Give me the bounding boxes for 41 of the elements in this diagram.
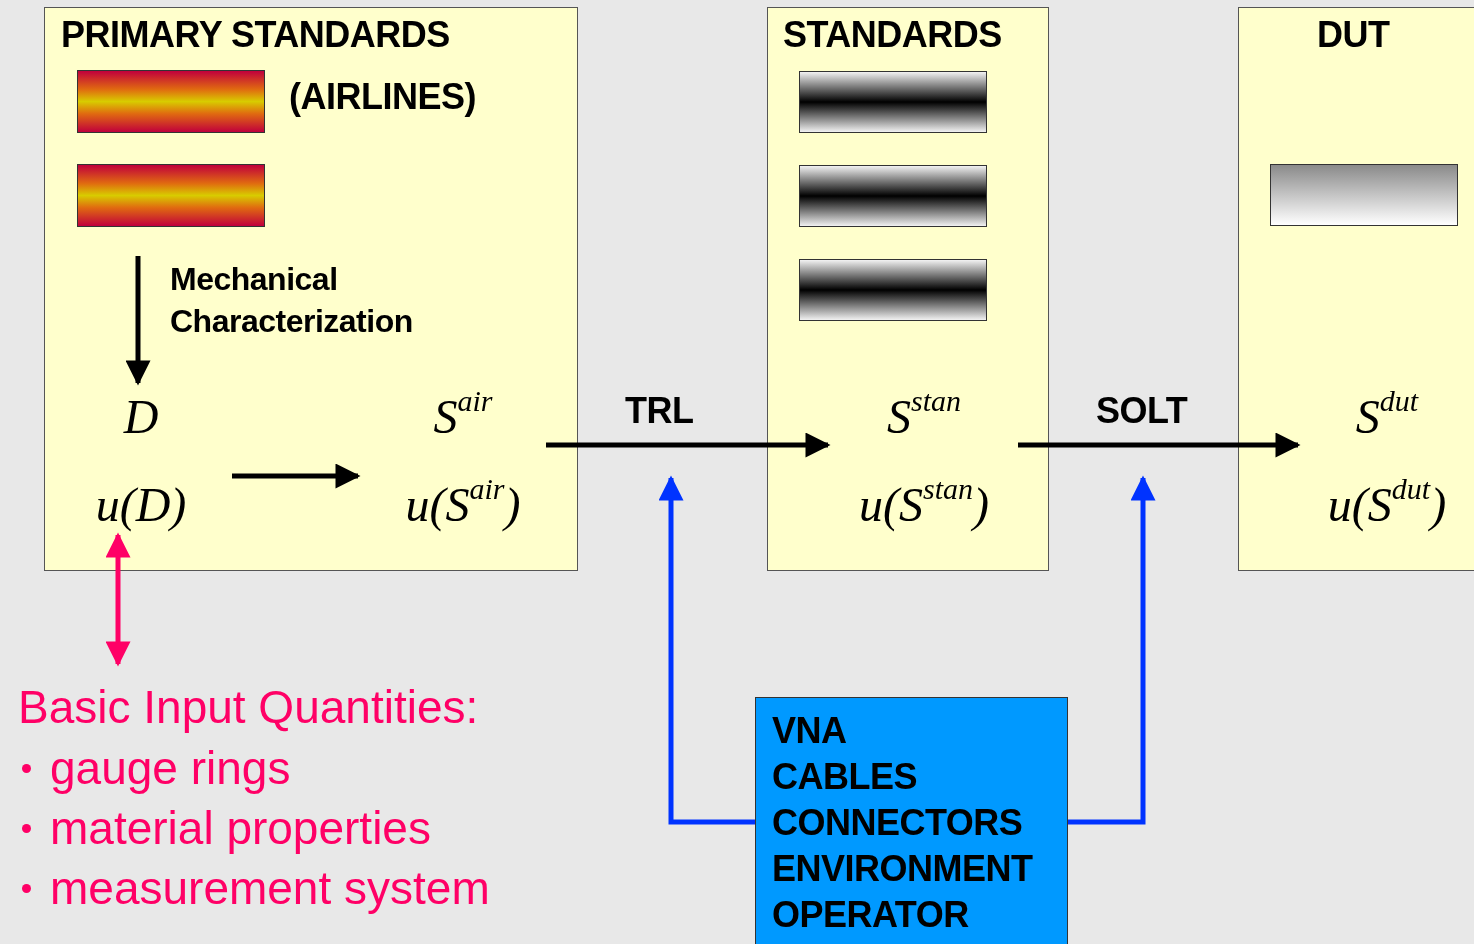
influence-item: OPERATOR — [772, 893, 970, 937]
influence-item: ENVIRONMENT — [772, 847, 1034, 891]
math-symbol: u(S$^{air}$) — [405, 473, 521, 534]
stage-panel — [44, 7, 578, 571]
influence-item: VNA — [772, 709, 848, 753]
arrow — [1018, 432, 1301, 458]
arrow — [546, 432, 831, 458]
stage-panel — [767, 7, 1049, 571]
edge-label: Mechanical Characterization — [170, 260, 414, 341]
math-symbol: u(S$^{dut}$) — [1327, 473, 1447, 534]
bullet-item: measurement system — [18, 858, 578, 918]
panel-title: DUT — [1317, 14, 1390, 56]
arrow — [105, 532, 131, 667]
bullet-item: gauge rings — [18, 738, 578, 798]
transmission-line-bar — [799, 71, 987, 133]
math-symbol: u(D) — [95, 476, 187, 534]
arrow — [1068, 475, 1156, 825]
math-symbol: S$^{dut}$ — [1355, 386, 1419, 445]
math-symbol: S$^{stan}$ — [887, 386, 961, 445]
panel-title: PRIMARY STANDARDS — [61, 14, 450, 56]
edge-label: SOLT — [1096, 390, 1188, 432]
influence-box — [755, 697, 1068, 944]
influence-item: CONNECTORS — [772, 801, 1024, 845]
arrow — [658, 475, 755, 825]
transmission-line-bar — [1270, 164, 1458, 226]
panel-title: STANDARDS — [783, 14, 1002, 56]
transmission-line-bar — [77, 164, 265, 227]
transmission-line-bar — [77, 70, 265, 133]
math-symbol: S$^{air}$ — [433, 386, 493, 445]
edge-label: TRL — [625, 390, 694, 432]
stage-panel — [1238, 7, 1474, 571]
math-symbol: u(S$^{stan}$) — [859, 473, 989, 534]
arrow — [125, 256, 151, 386]
panel-subtitle: (AIRLINES) — [289, 76, 476, 118]
math-symbol: D — [123, 389, 159, 445]
list-heading: Basic Input Quantities: — [18, 680, 480, 735]
influence-item: CABLES — [772, 755, 918, 799]
transmission-line-bar — [799, 259, 987, 321]
transmission-line-bar — [799, 165, 987, 227]
bullet-item: material properties — [18, 798, 578, 858]
arrow — [232, 463, 361, 489]
